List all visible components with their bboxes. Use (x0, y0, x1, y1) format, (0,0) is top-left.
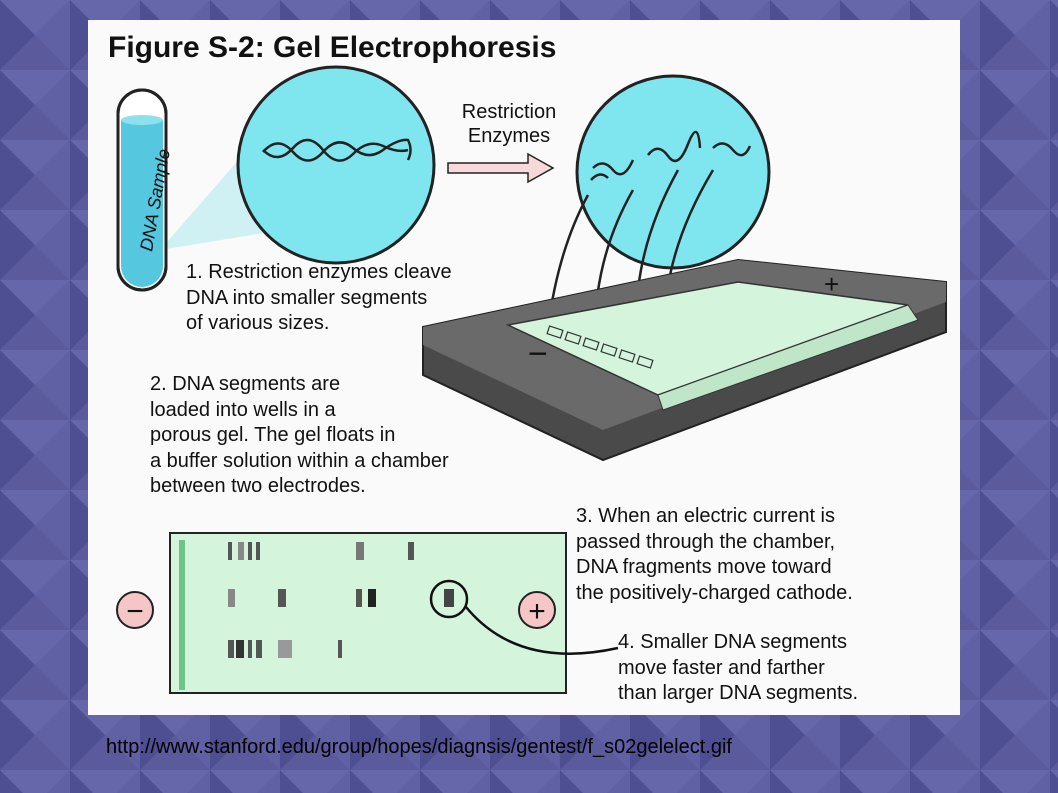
negative-electrode (116, 591, 154, 629)
step-1-caption: 1. Restriction enzymes cleave DNA into s… (186, 261, 452, 334)
restriction-arrow (447, 152, 555, 184)
gel-bands (228, 542, 454, 658)
chamber-plus-sign: + (824, 269, 839, 299)
source-url[interactable]: http://www.stanford.edu/group/hopes/diag… (106, 736, 732, 758)
step-3-caption: 3. When an electric current is passed th… (576, 505, 853, 604)
gel-wells-column (179, 540, 185, 690)
band-highlight-circle (429, 579, 469, 619)
test-tube (116, 88, 168, 292)
gel-minus-sign: − (126, 595, 144, 628)
gel-plus-sign: + (528, 595, 546, 628)
step-2-caption: 2. DNA segments are loaded into wells in… (150, 373, 449, 497)
dna-strand (262, 138, 412, 162)
step-4-caption: 4. Smaller DNA segments move faster and … (618, 631, 859, 704)
restriction-enzymes-label: Restriction Enzymes (461, 101, 557, 147)
figure-panel: DNA Sample (88, 20, 960, 715)
gel-wells (546, 325, 654, 369)
figure-artwork: DNA Sample (116, 65, 947, 694)
figure-title: Figure S-2: Gel Electrophoresis (108, 31, 557, 64)
chamber-minus-sign: − (528, 335, 548, 373)
fragments-zoom-circle (575, 74, 771, 270)
dna-zoom-circle (236, 65, 436, 265)
gel-slab (169, 532, 619, 694)
positive-electrode (518, 591, 556, 629)
dna-fragments (590, 130, 752, 181)
gel-chamber (422, 258, 947, 462)
callout-line (465, 606, 619, 655)
